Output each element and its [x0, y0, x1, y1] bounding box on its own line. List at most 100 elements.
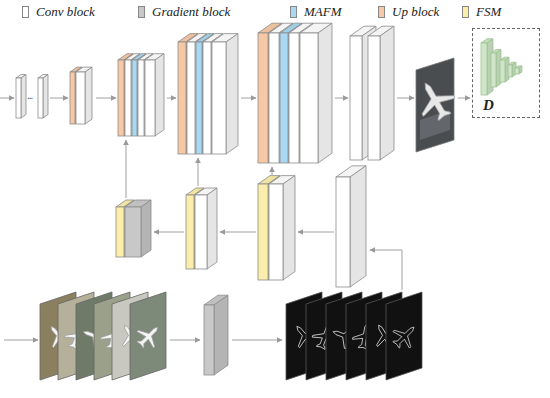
block-front	[70, 72, 75, 124]
label-holder: ...	[27, 85, 32, 103]
up-block	[118, 54, 133, 136]
block-side	[318, 23, 332, 163]
legend-text: Conv block	[36, 4, 95, 20]
block-front	[38, 78, 43, 118]
legend-item: Gradient block	[138, 4, 230, 20]
block-front	[118, 60, 124, 136]
airplane-shape	[388, 319, 422, 353]
discriminator-box: D	[472, 28, 540, 118]
flow-arrow	[272, 167, 273, 175]
legend-swatch	[22, 6, 29, 18]
up-block	[258, 23, 282, 163]
ellipsis-label: ...	[27, 90, 32, 101]
conv-block	[300, 23, 332, 163]
block-front	[186, 195, 194, 269]
legend-swatch	[462, 6, 469, 18]
gradient-block	[125, 200, 151, 257]
legend-text: Gradient block	[152, 4, 230, 20]
block-front	[204, 305, 214, 375]
flow-arrow	[458, 98, 470, 99]
flow-arrow	[96, 98, 116, 99]
block-front	[187, 42, 195, 154]
flow-arrow	[170, 340, 200, 341]
block-front	[125, 60, 131, 136]
flow-arrow	[198, 158, 199, 186]
legend-item: Conv block	[22, 4, 95, 20]
up-block	[178, 34, 198, 154]
conv-block	[76, 67, 92, 124]
block-front	[178, 42, 186, 154]
block-side	[85, 67, 92, 124]
flow-arrow	[4, 340, 38, 341]
flow-arrow	[370, 250, 402, 290]
conv-block	[336, 166, 366, 287]
mafm-block	[196, 34, 214, 154]
block-front	[289, 33, 299, 163]
block-side	[519, 66, 522, 74]
block-front	[336, 177, 350, 287]
flow-arrow	[335, 98, 348, 99]
block-front	[258, 184, 268, 280]
flow-arrow	[397, 98, 414, 99]
legend-item: Up block	[378, 4, 439, 20]
legend-swatch	[138, 6, 145, 18]
block-front	[269, 33, 279, 163]
block-front	[138, 60, 144, 136]
block-front	[508, 65, 512, 77]
flow-arrow	[50, 98, 68, 99]
conv-block	[195, 188, 217, 269]
airplane-shape	[409, 74, 460, 126]
flow-arrow	[232, 340, 282, 341]
block-side	[226, 34, 238, 154]
flow-arrow	[298, 232, 334, 233]
block-side	[214, 295, 228, 375]
block-front	[300, 33, 318, 163]
block-front	[195, 195, 207, 269]
mafm-block	[280, 23, 302, 163]
block-side	[43, 75, 48, 119]
block-front	[132, 60, 137, 136]
legend-swatch	[290, 6, 297, 18]
block-front	[203, 42, 211, 154]
conv-block	[491, 50, 501, 88]
legend-swatch	[378, 6, 385, 18]
block-side	[21, 75, 26, 119]
conv-block	[212, 34, 238, 154]
gradient-map	[386, 292, 422, 380]
block-label: D	[483, 97, 494, 114]
block-side	[207, 188, 217, 269]
conv-block	[269, 176, 295, 280]
block-front	[350, 36, 362, 160]
legend-text: MAFM	[304, 4, 342, 20]
block-front	[196, 42, 202, 154]
flow-arrow	[0, 98, 14, 99]
conv-block	[38, 75, 48, 119]
conv-block	[145, 54, 164, 136]
block-front	[481, 43, 487, 95]
flow-arrow	[220, 232, 256, 233]
block-front	[500, 60, 505, 82]
conv-block	[515, 66, 522, 74]
block-front	[280, 33, 288, 163]
conv-block	[16, 75, 26, 119]
block-front	[116, 207, 124, 257]
block-side	[350, 166, 366, 287]
block-front	[76, 72, 85, 124]
legend-item: FSM	[462, 4, 501, 20]
block-front	[145, 60, 155, 136]
block-front	[269, 184, 283, 280]
block-front	[515, 68, 519, 74]
mafm-block	[132, 54, 146, 136]
block-front	[368, 36, 380, 160]
legend-text: Up block	[392, 4, 439, 20]
network	[0, 23, 470, 380]
block-front	[258, 33, 268, 163]
legend-text: FSM	[476, 4, 501, 20]
conv-block	[368, 26, 394, 160]
block-front	[491, 53, 496, 87]
gradient-block	[204, 295, 228, 375]
legend-item: MAFM	[290, 4, 342, 20]
flow-arrow	[126, 140, 127, 198]
flow-arrow	[241, 98, 256, 99]
